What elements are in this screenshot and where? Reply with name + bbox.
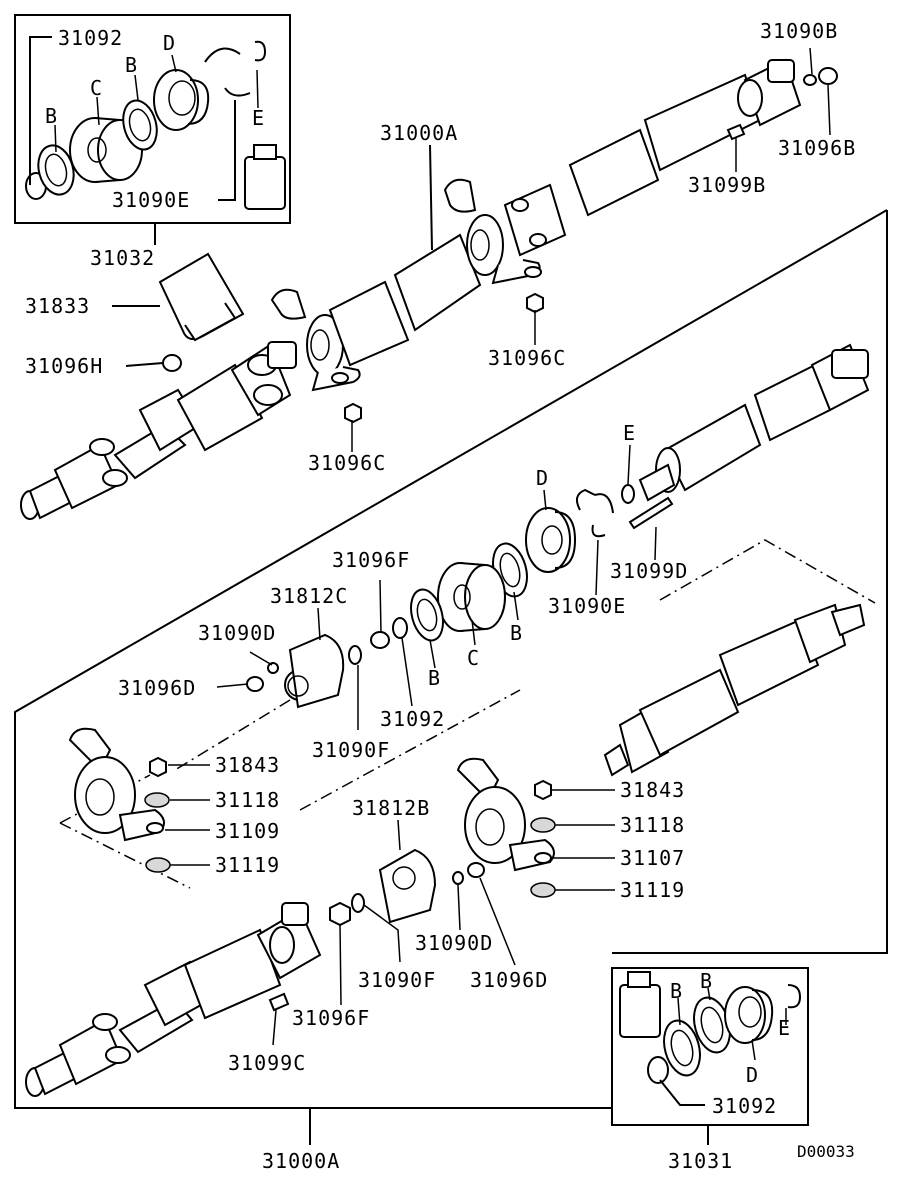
kit-box-31032 <box>14 14 291 224</box>
label-31096c-b: 31096C <box>308 451 386 475</box>
label-31099b: 31099B <box>688 173 766 197</box>
label-31096c-a: 31096C <box>488 346 566 370</box>
kit-31031-parts <box>619 971 802 1084</box>
label-31812c: 31812C <box>270 584 348 608</box>
label-31032: 31032 <box>90 246 155 270</box>
label-b-top2: B <box>125 53 138 77</box>
label-31096d-bot: 31096D <box>470 968 548 992</box>
label-31099c: 31099C <box>228 1051 306 1075</box>
label-31096b: 31096B <box>778 136 856 160</box>
label-31118-left: 31118 <box>215 788 280 812</box>
label-31096f-top: 31096F <box>332 548 410 572</box>
label-31109: 31109 <box>215 819 280 843</box>
center-bearing-31107 <box>456 757 555 872</box>
label-b-bot1: B <box>670 979 683 1003</box>
label-31000a-bot: 31000A <box>262 1149 340 1173</box>
label-31812b: 31812B <box>352 796 430 820</box>
label-31107: 31107 <box>620 846 685 870</box>
label-31092-mid: 31092 <box>380 707 445 731</box>
label-b-mid1: B <box>510 621 523 645</box>
label-31090d-top: 31090D <box>198 621 276 645</box>
assembly-outline-right <box>612 210 888 954</box>
label-31090f-bot: 31090F <box>358 968 436 992</box>
label-31096f-bot: 31096F <box>292 1006 370 1030</box>
label-31833: 31833 <box>25 294 90 318</box>
label-31092-bot: 31092 <box>712 1094 777 1118</box>
label-31090e-top: 31090E <box>112 188 190 212</box>
label-31096h: 31096H <box>25 354 103 378</box>
center-bearing-31109 <box>68 727 165 842</box>
label-31090f-top: 31090F <box>312 738 390 762</box>
middle-shaft-assembly <box>638 343 870 502</box>
label-e-bot: E <box>778 1016 791 1040</box>
label-31031: 31031 <box>668 1149 733 1173</box>
label-d-top: D <box>163 31 176 55</box>
label-31000a-top: 31000A <box>380 121 458 145</box>
kit-31032-parts <box>25 40 286 210</box>
label-b-mid2: B <box>428 666 441 690</box>
label-31092-top: 31092 <box>58 26 123 50</box>
label-31096d-top: 31096D <box>118 676 196 700</box>
upper-propeller-shaft <box>20 58 802 520</box>
label-31843-left: 31843 <box>215 753 280 777</box>
kit-box-31031 <box>611 967 809 1126</box>
label-b-top1: B <box>45 104 58 128</box>
callout-labels: 31092 D B C B E 31090E 31032 31090B 3109… <box>25 19 856 1173</box>
label-31118-right: 31118 <box>620 813 685 837</box>
flange-31812b <box>378 848 437 924</box>
lower-propeller-shaft <box>25 902 322 1097</box>
label-c-mid: C <box>467 646 480 670</box>
document-code: D00033 <box>797 1142 855 1161</box>
label-d-bot: D <box>746 1063 759 1087</box>
label-31843-right: 31843 <box>620 778 685 802</box>
bolt-31099d <box>628 496 674 530</box>
label-31090e-mid: 31090E <box>548 594 626 618</box>
label-d-mid: D <box>536 466 549 490</box>
label-31119-left: 31119 <box>215 853 280 877</box>
label-31119-right: 31119 <box>620 878 685 902</box>
label-e-top: E <box>252 106 265 130</box>
label-b-bot2: B <box>700 969 713 993</box>
label-c-top: C <box>90 76 103 100</box>
label-31090d-bot: 31090D <box>415 931 493 955</box>
label-31090b: 31090B <box>760 19 838 43</box>
assembly-outline-left <box>14 209 888 1109</box>
rear-shaft-section <box>603 603 866 777</box>
label-e-mid: E <box>623 421 636 445</box>
label-31099d: 31099D <box>610 559 688 583</box>
